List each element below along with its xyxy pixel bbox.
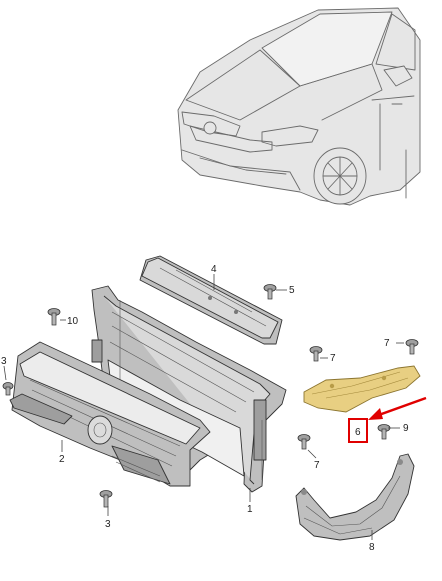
callout-4: 4 bbox=[211, 264, 217, 275]
screw-icon bbox=[263, 284, 277, 300]
screw-icon bbox=[99, 490, 113, 508]
front-grille-part bbox=[9, 341, 211, 487]
leader-lines bbox=[3, 274, 404, 540]
screw-icon bbox=[405, 339, 419, 355]
callout-8: 8 bbox=[369, 542, 375, 553]
screw-icon bbox=[377, 424, 391, 440]
callout-7-lower: 7 bbox=[314, 460, 320, 471]
screw-icon bbox=[297, 434, 311, 450]
callout-5: 5 bbox=[289, 285, 295, 296]
red-arrow-icon bbox=[368, 396, 427, 420]
callout-7-right: 7 bbox=[384, 338, 390, 349]
screw-icon bbox=[309, 346, 323, 362]
screw-icon bbox=[2, 382, 14, 396]
screw-icon bbox=[47, 308, 61, 326]
callout-7-upper: 7 bbox=[330, 353, 336, 364]
lower-bracket-part bbox=[295, 453, 415, 541]
callout-9: 9 bbox=[403, 423, 409, 434]
vehicle-overview-illustration bbox=[177, 7, 421, 206]
callout-3-left: 3 bbox=[1, 356, 7, 367]
callout-6-highlight-box bbox=[348, 418, 368, 443]
callout-10: 10 bbox=[67, 316, 79, 327]
callout-3-bottom: 3 bbox=[105, 519, 111, 530]
callout-2: 2 bbox=[59, 454, 65, 465]
highlighted-part-shape bbox=[303, 365, 421, 413]
callout-labels: 1 2 3 3 4 5 6 7 7 7 8 9 10 bbox=[1, 264, 409, 553]
upper-cross-member-part bbox=[139, 255, 283, 345]
callout-1: 1 bbox=[247, 504, 253, 515]
callout-6: 6 bbox=[355, 427, 361, 438]
air-guide-bracket-part-highlighted bbox=[303, 365, 421, 413]
